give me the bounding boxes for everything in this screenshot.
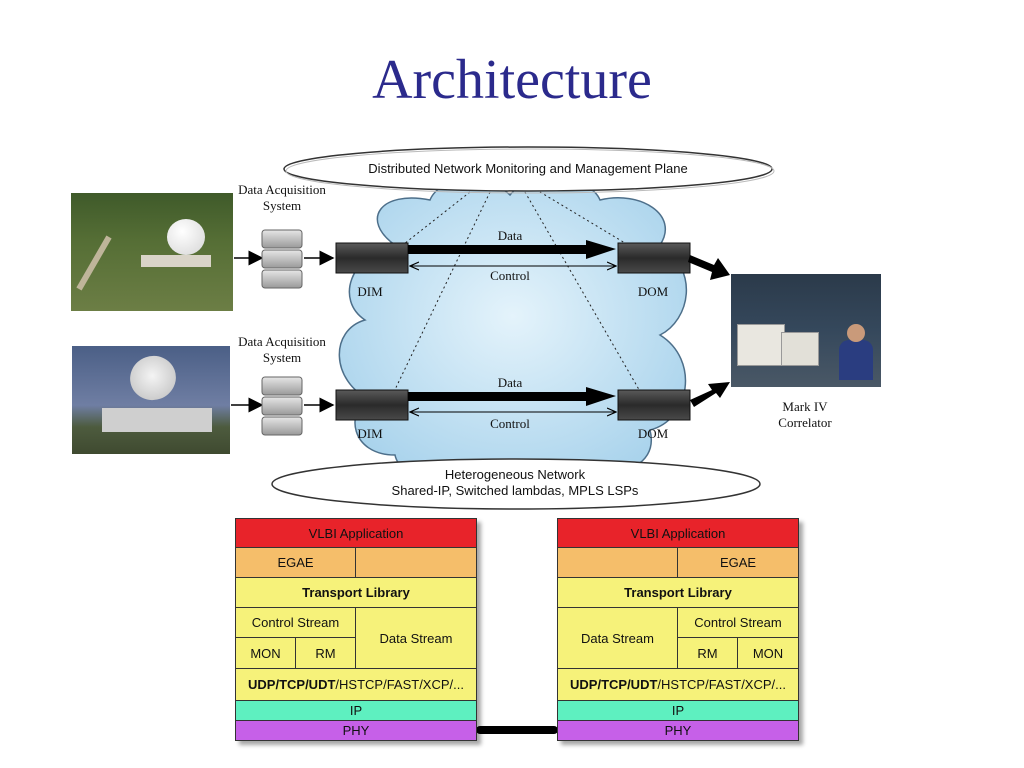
mon-cell: MON [752,645,784,661]
dish [123,349,183,407]
computer-monitor [737,324,785,366]
transport-library-layer: Transport Library [624,585,732,600]
das-disk-stack-bottom [261,376,303,436]
dim-box-top [335,242,409,274]
das-disk-stack-top [261,229,303,289]
network-ellipse [271,458,761,510]
das-label-bottom: Data Acquisition System [238,334,326,365]
operator-head [847,324,865,342]
operator [839,340,873,380]
dish-base [102,408,212,432]
dom-box-top [617,242,691,274]
monitoring-plane-ellipse [283,146,773,192]
radome-dome [167,219,205,255]
egae-empty-cell [356,548,476,577]
transport-protocols-layer: UDP/TCP/UDT/HSTCP/FAST/XCP/... [236,669,476,700]
radome-building [141,255,211,267]
control-label-top: Control [490,268,530,283]
dim-box-bottom [335,389,409,421]
data-arrow-top [408,240,616,259]
transport-protocols-rest: /HSTCP/FAST/XCP/... [335,677,464,692]
vlbi-application-layer: VLBI Application [308,525,404,541]
dom-box-bottom [617,389,691,421]
network-label-2: Shared-IP, Switched lambdas, MPLS LSPs [391,483,639,498]
egae-empty-cell [558,548,678,577]
transport-protocols-layer: UDP/TCP/UDT/HSTCP/FAST/XCP/... [558,669,798,700]
dim-label-bottom: DIM [357,426,383,441]
egae-layer: EGAE [236,548,356,577]
ip-layer: IP [671,703,685,718]
protocol-stack-right: VLBI Application EGAE Transport Library … [557,518,799,741]
dom-label-top: DOM [637,284,669,299]
control-label-bottom: Control [490,416,530,431]
mon-cell: MON [236,638,296,668]
data-label-bottom: Data [497,375,523,390]
network-label-1: Heterogeneous Network [444,467,586,482]
phy-layer: PHY [664,723,692,738]
data-stream-cell: Data Stream [558,608,678,668]
transport-protocols-bold: UDP/TCP/UDT [248,677,336,692]
dom-to-correlator-top [688,255,730,280]
transport-protocols-bold: UDP/TCP/UDT [570,677,658,692]
dom-to-correlator-bottom [690,382,730,407]
page-title: Architecture [372,49,652,111]
data-label-top: Data [497,228,523,243]
vlbi-application-layer: VLBI Application [630,525,726,541]
rm-cell: RM [678,638,738,668]
data-stream-cell: Data Stream [379,630,453,646]
das-label-top: Data Acquisition System [238,182,326,213]
ip-layer: IP [349,703,363,718]
data-arrow-bottom [408,387,616,406]
control-stream-cell: Control Stream [236,608,356,638]
protocol-stack-left: VLBI Application EGAE Transport Library … [235,518,477,741]
dish-antenna-photo [72,346,230,454]
monitoring-plane-label: Distributed Network Monitoring and Manag… [368,161,688,176]
radome-photo [71,193,233,311]
phy-link [476,726,558,734]
transport-library-layer: Transport Library [302,585,410,600]
radome-road [76,235,112,291]
monitoring-lines [389,191,646,401]
phy-layer: PHY [342,723,370,738]
dom-label-bottom: DOM [637,426,669,441]
dim-label-top: DIM [357,284,383,299]
rm-cell: RM [296,638,356,668]
computer-monitor-2 [781,332,819,366]
egae-layer: EGAE [719,555,757,570]
transport-protocols-rest: /HSTCP/FAST/XCP/... [657,677,786,692]
correlator-photo [731,274,881,387]
correlator-label: Mark IV Correlator [778,399,832,430]
control-stream-cell: Control Stream [678,608,798,638]
